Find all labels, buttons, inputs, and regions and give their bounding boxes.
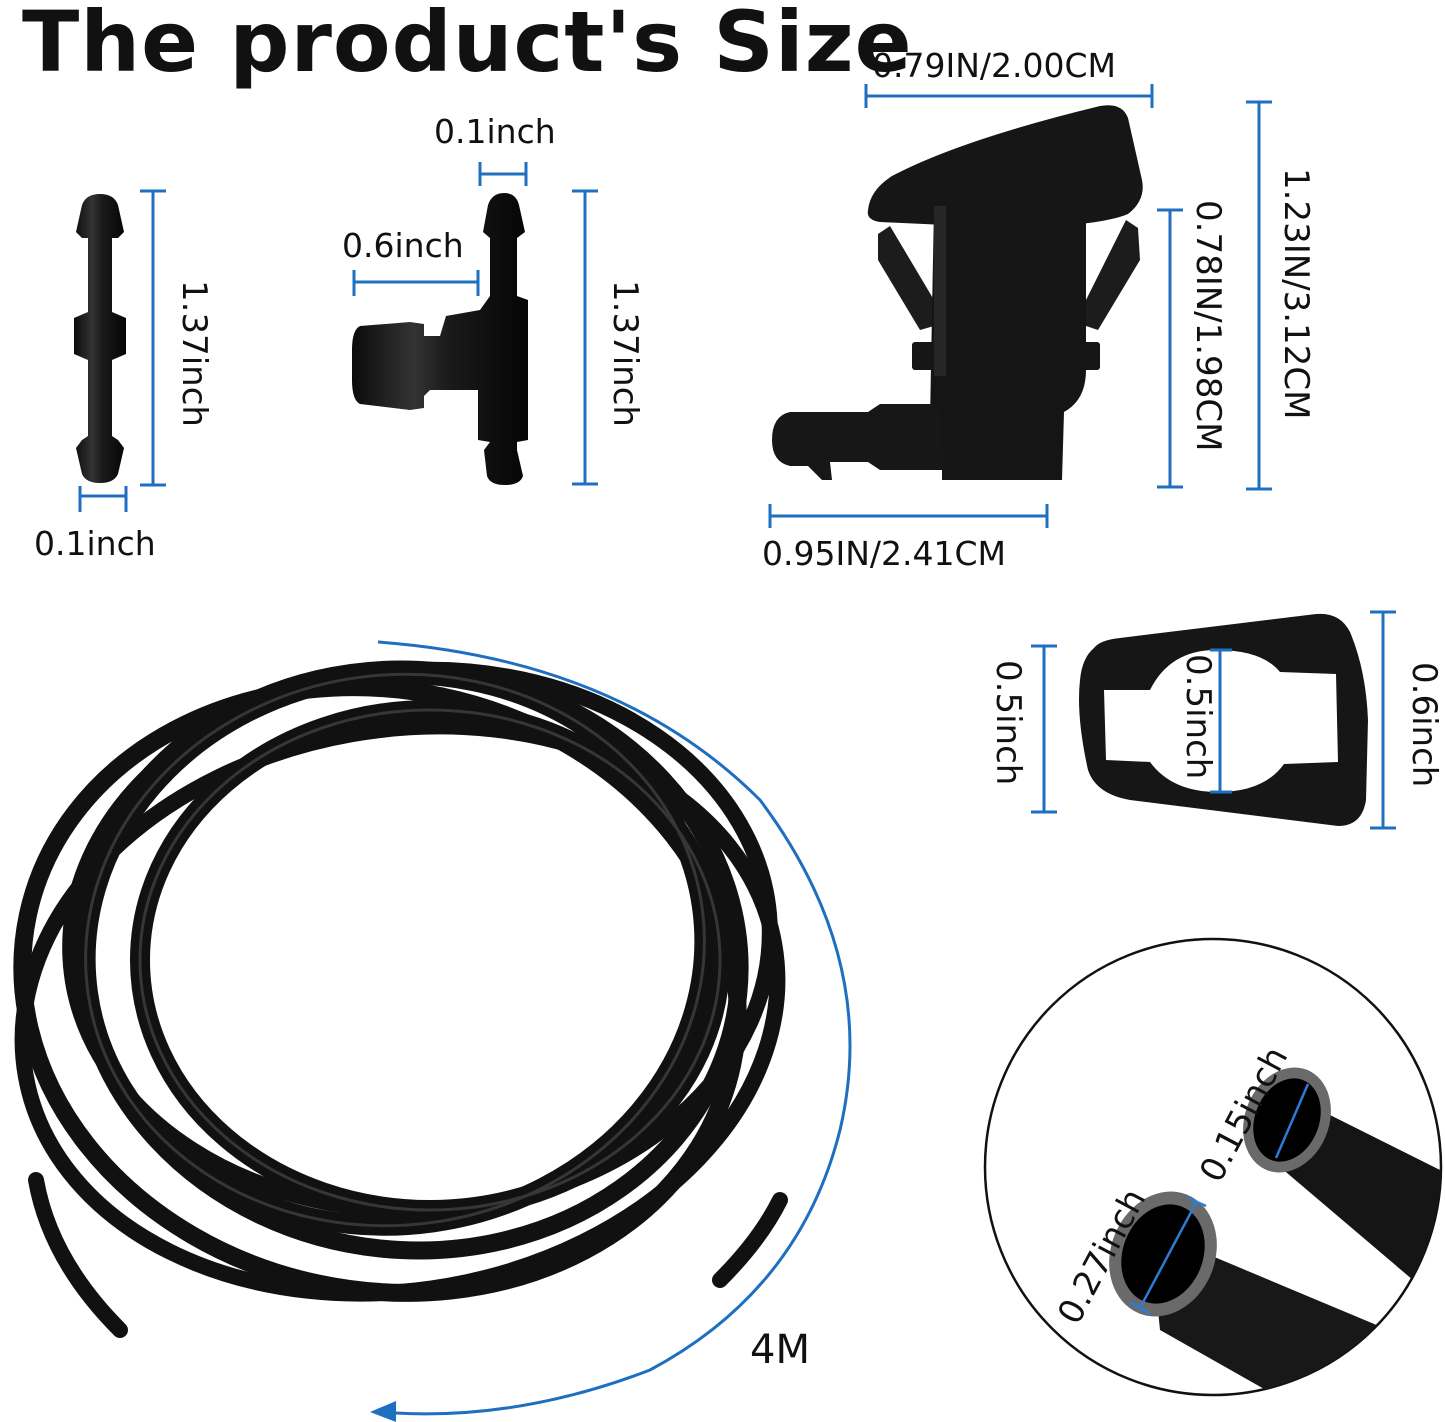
gasket-left-height-label: 0.5inch: [988, 660, 1028, 786]
gasket-inner-height-label: 0.5inch: [1178, 654, 1218, 780]
washer-nozzle-dimensions: [768, 84, 1272, 528]
tee-connector: [352, 193, 528, 485]
nozzle-top-width-label: 0.79IN/2.00CM: [872, 46, 1117, 85]
straight-connector-length-label: 1.37inch: [174, 280, 214, 427]
nozzle-total-height-label: 1.23IN/3.12CM: [1276, 168, 1316, 420]
tee-connector-dimensions: [352, 162, 598, 486]
tee-connector-length-label: 1.37inch: [605, 280, 645, 427]
arrow-left-icon: [370, 1401, 396, 1422]
washer-nozzle: [772, 105, 1143, 480]
hose-coil-highlights: [84, 672, 722, 1228]
tee-connector-branch-length-label: 0.6inch: [342, 226, 464, 265]
gasket: [1079, 613, 1368, 826]
straight-connector: [74, 194, 126, 483]
hose-cross-section: [983, 937, 1443, 1397]
straight-connector-diameter-label: 0.1inch: [34, 524, 156, 563]
nozzle-bottom-width-label: 0.95IN/2.41CM: [762, 534, 1007, 573]
nozzle-body-height-label: 0.78IN/1.98CM: [1188, 200, 1228, 452]
hose-length-arc: [377, 640, 852, 1416]
tee-connector-top-diameter-label: 0.1inch: [434, 112, 556, 151]
gasket-right-height-label: 0.6inch: [1404, 662, 1444, 788]
page-title: The product's Size: [22, 0, 913, 91]
hose-length-label: 4M: [750, 1327, 810, 1373]
straight-connector-dimensions: [78, 189, 166, 512]
gasket-dimensions: [1031, 610, 1396, 830]
